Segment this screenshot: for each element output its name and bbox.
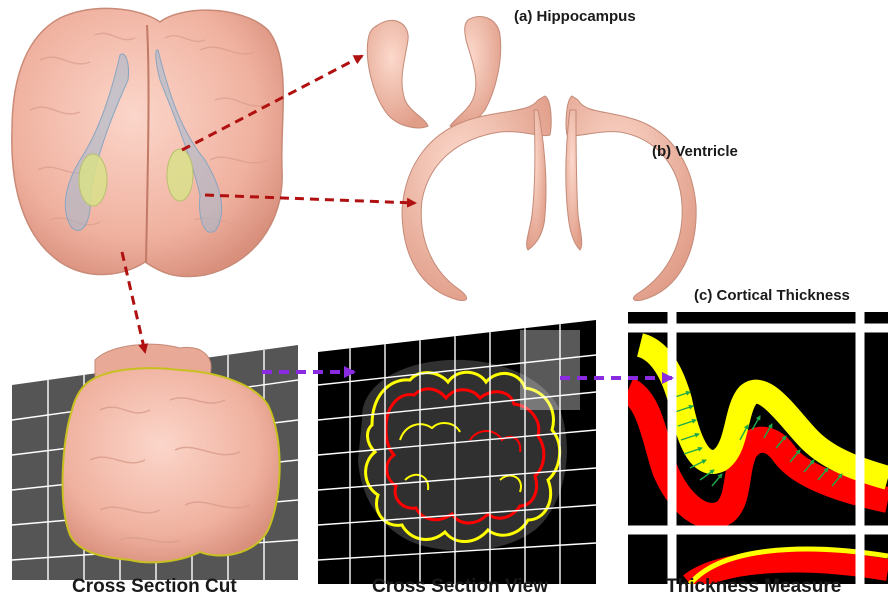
label-ventricle: (b) Ventricle xyxy=(652,143,738,160)
left-hippocampus xyxy=(367,20,428,127)
cross-section-cut-panel xyxy=(12,344,298,580)
zoom-region xyxy=(520,330,580,410)
label-cortical-thickness: (c) Cortical Thickness xyxy=(694,287,850,304)
cut-brain-volume xyxy=(63,368,280,562)
thickness-measure-panel xyxy=(628,312,888,584)
brain-top-view xyxy=(12,8,283,276)
cross-section-view-panel xyxy=(318,320,596,584)
label-hippocampus: (a) Hippocampus xyxy=(514,8,636,25)
label-cross-section-cut: Cross Section Cut xyxy=(72,576,237,598)
label-thickness-measure: Thickness Measure xyxy=(666,576,841,598)
hippocampus-3d xyxy=(367,16,500,127)
right-ventricle xyxy=(566,96,696,301)
right-hippocampus xyxy=(450,16,501,127)
left-hippocampus-shape xyxy=(79,154,107,206)
label-cross-section-view: Cross Section View xyxy=(372,576,548,598)
ventricle-3d xyxy=(402,96,696,301)
right-hippocampus-shape xyxy=(167,149,193,201)
